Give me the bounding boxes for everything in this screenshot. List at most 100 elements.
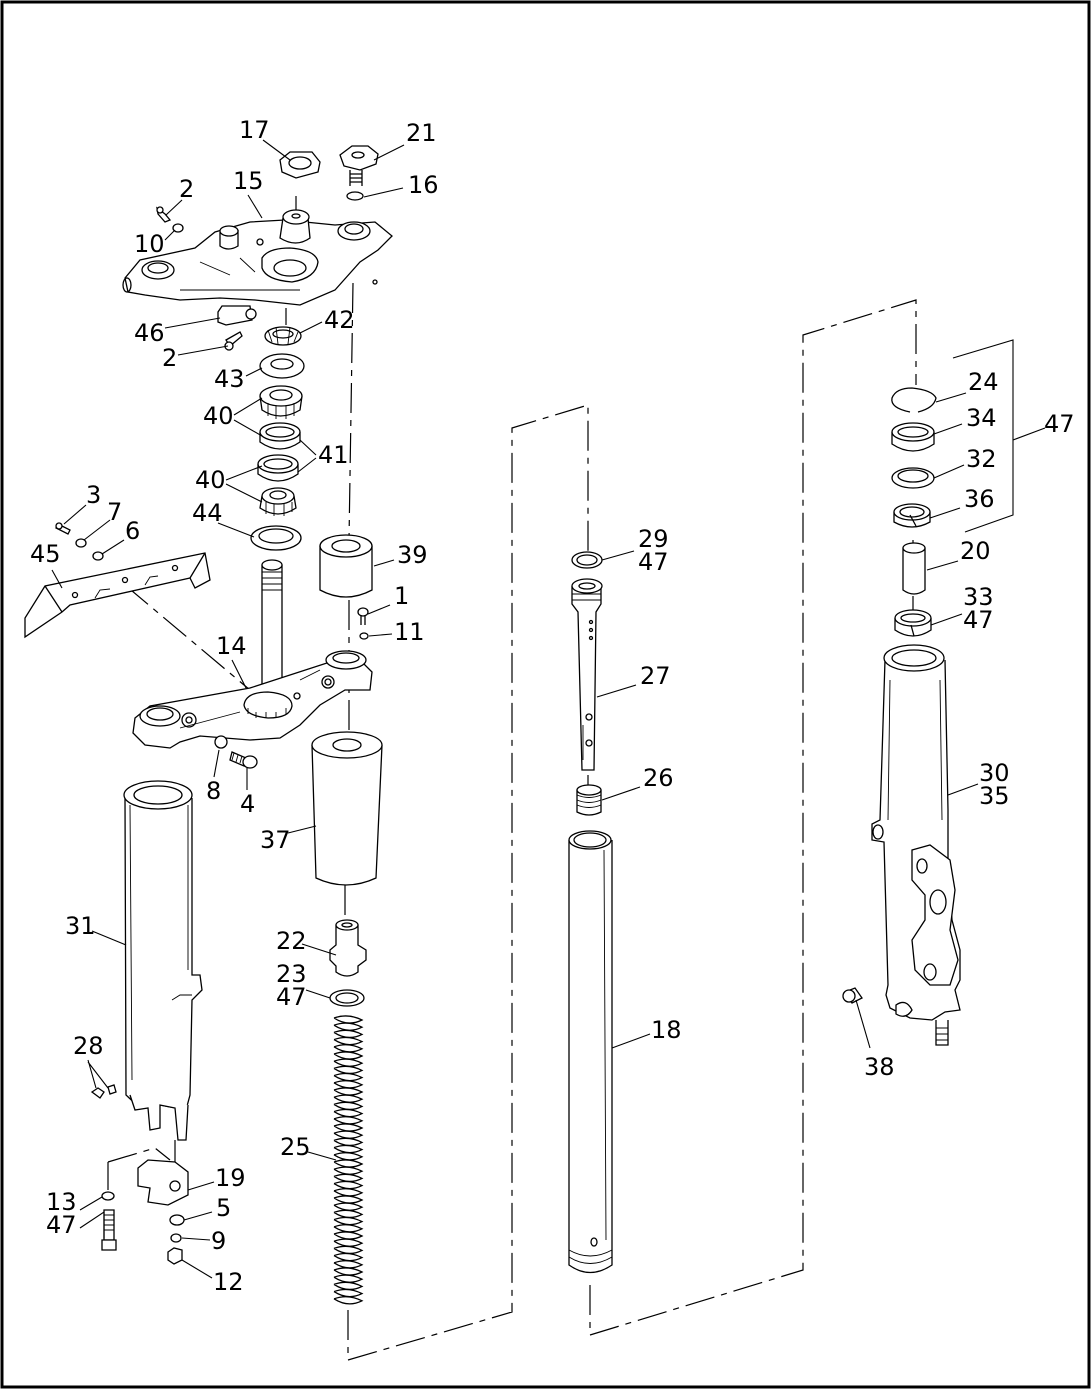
part-30-slider	[871, 644, 961, 1046]
callout-7: 7	[107, 498, 122, 526]
kit-bracket-47	[952, 339, 1014, 533]
callout-2: 2	[179, 175, 194, 203]
callout-25: 25	[280, 1133, 311, 1161]
part-4-bolt	[229, 751, 258, 769]
callout-38: 38	[864, 1053, 895, 1081]
callout-31: 31	[65, 912, 96, 940]
part-5-washer	[169, 1214, 185, 1226]
part-38-plug	[842, 987, 863, 1004]
callout-21: 21	[406, 119, 437, 147]
part-32-washer	[891, 467, 935, 489]
callout-4: 4	[240, 790, 255, 818]
part-19-clamp	[137, 1159, 189, 1206]
callout-39: 39	[397, 541, 428, 569]
callout-11: 11	[394, 618, 425, 646]
part-31-outer-tube	[123, 780, 203, 1141]
callout-22: 22	[276, 927, 307, 955]
callout-6: 6	[125, 517, 140, 545]
part-11-washer	[359, 632, 369, 640]
callout-34: 34	[966, 404, 997, 432]
callout-32: 32	[966, 445, 997, 473]
callout-28: 28	[73, 1032, 104, 1060]
part-43-washer	[259, 353, 305, 379]
part-17-nut	[279, 151, 321, 179]
part-24-retaining-ring	[891, 387, 937, 413]
callout-19: 19	[215, 1164, 246, 1192]
callout-5: 5	[216, 1194, 231, 1222]
part-39-spacer	[319, 534, 373, 598]
callout-14: 14	[216, 632, 247, 660]
callout-41: 41	[318, 441, 349, 469]
part-23-oring	[329, 989, 365, 1007]
part-42-nut	[264, 326, 302, 346]
part-10-washer	[172, 223, 184, 233]
part-41-cup-lower	[257, 454, 299, 482]
callout-47: 47	[963, 606, 994, 634]
part-1-screw	[357, 607, 369, 625]
callout-36: 36	[964, 485, 995, 513]
callout-20: 20	[960, 537, 991, 565]
callout-33: 33	[963, 583, 994, 611]
part-6-nut	[92, 551, 104, 561]
callout-40: 40	[195, 466, 226, 494]
part-37-cover	[311, 731, 383, 886]
part-2-screw-lower	[224, 331, 243, 351]
callout-37: 37	[260, 826, 291, 854]
part-8-washer	[214, 735, 228, 749]
callout-46: 46	[134, 319, 165, 347]
callout-44: 44	[192, 499, 223, 527]
part-33-bushing	[894, 609, 932, 637]
part-27-damper-rod	[571, 578, 603, 771]
callout-10: 10	[134, 230, 165, 258]
part-40-bearing-lower	[259, 487, 297, 516]
part-26-spring	[576, 784, 602, 816]
callout-27: 27	[640, 662, 671, 690]
callout-13: 13	[46, 1188, 77, 1216]
part-15-upper-bracket	[122, 209, 393, 306]
callout-24: 24	[968, 368, 999, 396]
callout-40: 40	[203, 402, 234, 430]
callout-30: 30	[979, 759, 1010, 787]
part-41-cup-upper	[259, 422, 301, 450]
callout-12: 12	[213, 1268, 244, 1296]
part-25-spring	[333, 1015, 364, 1305]
part-20-oil-lock	[902, 542, 926, 595]
callout-45: 45	[30, 540, 61, 568]
callout-26: 26	[643, 764, 674, 792]
callout-3: 3	[86, 481, 101, 509]
part-12-nut	[167, 1247, 183, 1265]
callout-9: 9	[211, 1227, 226, 1255]
callout-29: 29	[638, 525, 669, 553]
part-3-screw	[55, 522, 71, 535]
part-46-clamp	[217, 305, 257, 326]
callout-labels: 17 21 2 15 16 10 46 42 2 43 40 41 40 3 7…	[30, 116, 1075, 1296]
part-34-bushing	[891, 422, 935, 452]
callout-16: 16	[408, 171, 439, 199]
part-16-oring	[346, 191, 364, 201]
part-44-seal	[250, 525, 302, 551]
part-2-screw-top	[156, 206, 172, 223]
part-28-screws	[90, 1084, 117, 1099]
callout-2: 2	[162, 344, 177, 372]
part-14-lower-bracket	[132, 559, 373, 749]
callout-43: 43	[214, 365, 245, 393]
callout-8: 8	[206, 777, 221, 805]
part-45-fairing-bracket	[24, 552, 211, 639]
callout-17: 17	[239, 116, 270, 144]
spring-coils	[333, 1015, 364, 1305]
callout-1: 1	[394, 582, 409, 610]
callout-47: 47	[1044, 410, 1075, 438]
part-40-bearing-upper	[259, 385, 303, 419]
callout-42: 42	[324, 306, 355, 334]
callout-15: 15	[233, 167, 264, 195]
part-36-bushing	[893, 503, 931, 528]
callout-47: 47	[638, 548, 669, 576]
part-18-inner-tube	[568, 830, 613, 1274]
part-13-oring	[101, 1191, 115, 1201]
part-29-ring	[571, 551, 603, 569]
leader-lines	[51, 139, 1046, 1279]
part-7-washer	[75, 538, 87, 548]
callout-47: 47	[46, 1211, 77, 1239]
